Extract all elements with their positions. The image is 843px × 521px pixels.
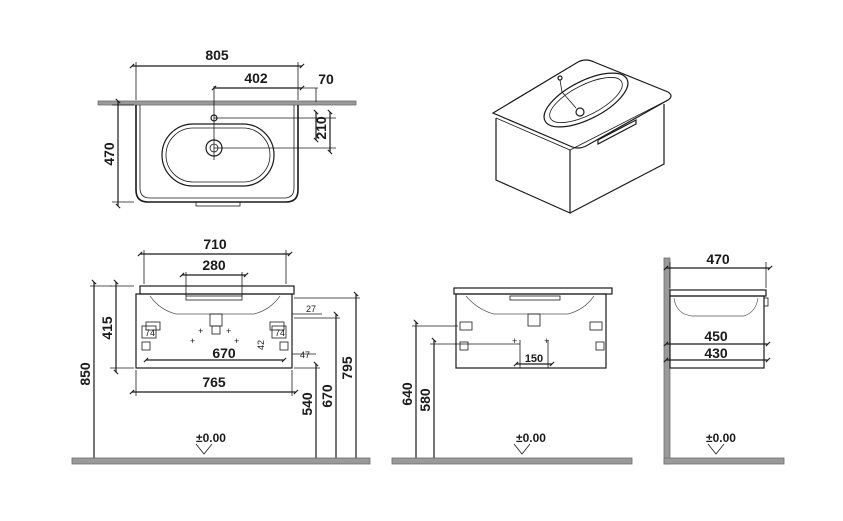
dim-640: 640 (399, 382, 415, 406)
iso-bowl-inner (549, 77, 623, 123)
side-view-b: 470 450 430 ±0.00 (663, 251, 785, 465)
dim-470: 470 (101, 142, 117, 166)
dim-710: 710 (203, 236, 227, 252)
front-hanger-right (279, 341, 289, 351)
front-mark-2: + (198, 326, 203, 336)
side-a-drain-slot (509, 295, 561, 301)
level-front: ±0.00 (196, 431, 226, 445)
level-side-a: ±0.00 (516, 431, 546, 445)
side-view-a: 640 580 150 + + ±0.00 (391, 287, 633, 465)
front-trap (209, 313, 223, 327)
side-b-handle (763, 297, 769, 307)
bowl-outline-top (161, 123, 275, 187)
basin-inner-edge-top (139, 105, 295, 199)
floor-side-b (663, 457, 785, 465)
front-mark-4: + (234, 336, 239, 346)
side-a-countertop (453, 287, 613, 295)
side-a-trap (527, 313, 541, 327)
dim-74-right: 74 (275, 328, 285, 338)
dim-540: 540 (299, 392, 315, 416)
dim-765: 765 (202, 374, 226, 390)
dim-795: 795 (339, 356, 355, 380)
drain-tab-top (195, 201, 241, 207)
side-a-hanger-right (595, 341, 605, 351)
side-b-bowl-ghost (673, 297, 759, 317)
dim-280: 280 (202, 257, 226, 273)
iso-cabinet-left (495, 118, 571, 214)
floor-side-a (391, 457, 633, 465)
box-74-left (141, 325, 157, 339)
dim-670: 670 (212, 345, 236, 361)
dim-415: 415 (99, 316, 115, 340)
front-drain-slot (185, 295, 243, 301)
side-a-hanger-left (459, 341, 469, 351)
side-a-bowl-ghost (465, 295, 595, 315)
front-cabinet (135, 293, 293, 369)
level-side-b: ±0.00 (706, 431, 736, 445)
iso-handle (597, 119, 637, 145)
box-74-right (271, 325, 287, 339)
dim-670-height: 670 (319, 384, 335, 408)
dim-70: 70 (318, 71, 334, 87)
isometric-view (491, 59, 672, 214)
iso-top-surface (491, 59, 672, 149)
countertop-strip (97, 100, 357, 106)
top-view: 805 402 70 210 470 (97, 47, 357, 209)
side-a-cabinet (455, 293, 607, 369)
iso-drain (575, 107, 585, 117)
side-b-countertop (669, 289, 767, 297)
front-bowl-ghost (149, 295, 281, 315)
dim-27: 27 (306, 304, 316, 314)
floor-front (71, 457, 371, 465)
front-view: + + + + 710 280 27 74 74 42 47 670 765 4… (71, 236, 371, 465)
dim-450: 450 (704, 328, 728, 344)
dim-42: 42 (256, 340, 266, 350)
dim-580: 580 (417, 388, 433, 412)
iso-tap-hole (557, 75, 563, 81)
iso-cabinet-right (569, 104, 665, 214)
wall-side-b (663, 257, 671, 465)
front-mark-3: + (226, 326, 231, 336)
front-mark-1: + (190, 336, 195, 346)
side-b-cabinet (669, 295, 765, 369)
bowl-inner-top (165, 127, 271, 183)
front-countertop (139, 285, 295, 295)
iso-bowl (543, 72, 629, 128)
side-a-mark-2: + (544, 336, 549, 346)
side-a-bracket-left (459, 321, 473, 331)
iso-tap (559, 79, 577, 109)
front-trap-base (211, 325, 221, 335)
side-a-bracket-right (589, 321, 603, 331)
dim-74-left: 74 (145, 328, 155, 338)
dim-150: 150 (525, 353, 543, 365)
dim-430: 430 (704, 345, 728, 361)
level-marker-side-a (513, 443, 531, 455)
dim-402: 402 (244, 70, 268, 86)
side-a-mark-1: + (512, 336, 517, 346)
level-marker-side-b (707, 443, 725, 455)
dim-805: 805 (205, 47, 229, 63)
front-hanger-left (141, 341, 151, 351)
dim-850: 850 (77, 362, 93, 386)
dim-47: 47 (300, 350, 310, 360)
dim-470-side: 470 (706, 251, 730, 267)
level-marker-front (195, 443, 213, 455)
